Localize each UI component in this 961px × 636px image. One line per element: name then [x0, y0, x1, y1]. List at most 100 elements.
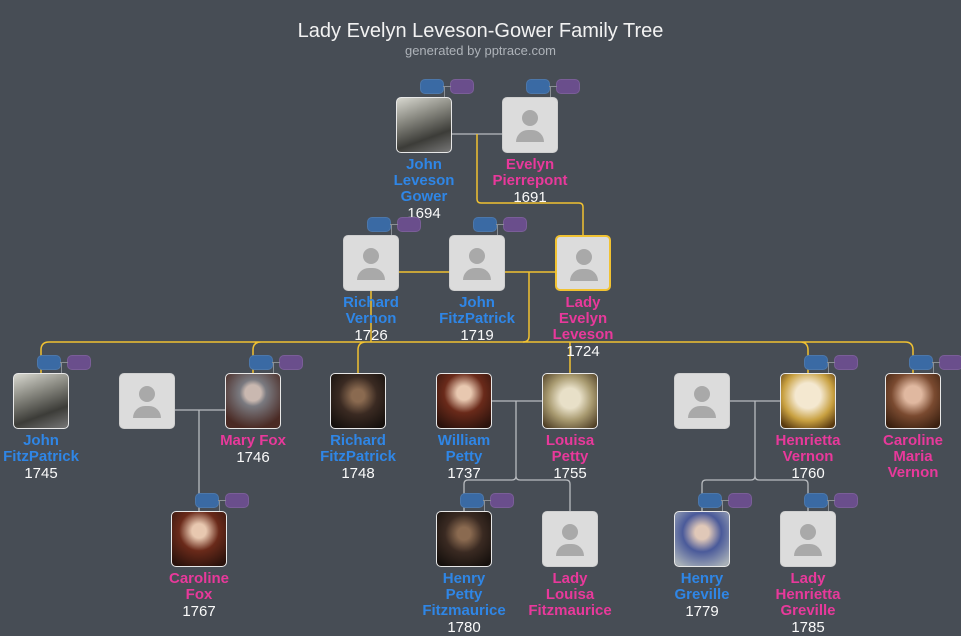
expand-mother-button[interactable] — [503, 217, 527, 232]
expand-mother-button[interactable] — [834, 355, 858, 370]
page-title: Lady Evelyn Leveson-Gower Family Tree — [297, 20, 664, 42]
expand-mother-button[interactable] — [728, 493, 752, 508]
expand-father-button[interactable] — [460, 493, 484, 508]
person-placeholder-icon[interactable] — [119, 373, 175, 429]
person-placeholder-icon[interactable] — [555, 235, 611, 291]
avatar-head — [139, 386, 155, 402]
expand-father-button[interactable] — [195, 493, 219, 508]
expand-mother-button[interactable] — [397, 217, 421, 232]
parent-stub-line — [219, 500, 220, 511]
expand-mother-button[interactable] — [225, 493, 249, 508]
person-placeholder-icon[interactable] — [780, 511, 836, 567]
expand-father-button[interactable] — [804, 493, 828, 508]
person-photo[interactable] — [674, 511, 730, 567]
parent-stub-line — [932, 362, 940, 363]
person-photo[interactable] — [330, 373, 386, 429]
name-line: Evelyn — [505, 156, 555, 173]
expand-father-button[interactable] — [909, 355, 933, 370]
person-placeholder-icon[interactable] — [542, 511, 598, 567]
person-placeholder-icon[interactable] — [674, 373, 730, 429]
person-placeholder-icon[interactable] — [449, 235, 505, 291]
page-subtitle: generated by pptrace.com — [404, 43, 557, 58]
person-name[interactable]: Mary Fox — [198, 433, 308, 449]
person-photo[interactable] — [171, 511, 227, 567]
expand-father-button[interactable] — [698, 493, 722, 508]
person-photo[interactable] — [436, 511, 492, 567]
parent-stub-line — [549, 86, 557, 87]
person-photo[interactable] — [436, 373, 492, 429]
expand-mother-button[interactable] — [279, 355, 303, 370]
person-u1[interactable] — [92, 373, 202, 429]
name-line: Vernon — [345, 310, 397, 327]
person-photo[interactable] — [780, 373, 836, 429]
expand-mother-button[interactable] — [490, 493, 514, 508]
expand-mother-button[interactable] — [939, 355, 961, 370]
birth-year: 1726 — [354, 327, 388, 344]
expand-mother-button[interactable] — [556, 79, 580, 94]
birth-year: 1737 — [447, 465, 481, 482]
name-line: Vernon — [887, 464, 939, 481]
expand-father-button[interactable] — [473, 217, 497, 232]
name-line: Greville — [674, 586, 730, 603]
expand-mother-button[interactable] — [834, 493, 858, 508]
expand-father-button[interactable] — [249, 355, 273, 370]
avatar-body — [133, 406, 161, 418]
expand-mother-button[interactable] — [450, 79, 474, 94]
parent-stub-line — [390, 224, 398, 225]
person-photo[interactable] — [225, 373, 281, 429]
expand-father-button[interactable] — [367, 217, 391, 232]
avatar-head — [363, 248, 379, 264]
person-placeholder-icon[interactable] — [502, 97, 558, 153]
expand-father-button[interactable] — [526, 79, 550, 94]
name-line: Henrietta — [775, 586, 841, 603]
name-line: Richard — [343, 294, 399, 311]
expand-father-button[interactable] — [420, 79, 444, 94]
parent-stub-line — [443, 86, 451, 87]
avatar-head — [469, 248, 485, 264]
name-line: Leveson — [393, 172, 455, 189]
person-photo[interactable] — [13, 373, 69, 429]
person-placeholder-icon[interactable] — [343, 235, 399, 291]
person-u2[interactable] — [647, 373, 757, 429]
expand-father-button[interactable] — [804, 355, 828, 370]
lineage-line — [476, 134, 584, 235]
person-photo[interactable] — [885, 373, 941, 429]
person-photo[interactable] — [396, 97, 452, 153]
expand-father-button[interactable] — [37, 355, 61, 370]
person-photo[interactable] — [542, 373, 598, 429]
expand-mother-button[interactable] — [67, 355, 91, 370]
